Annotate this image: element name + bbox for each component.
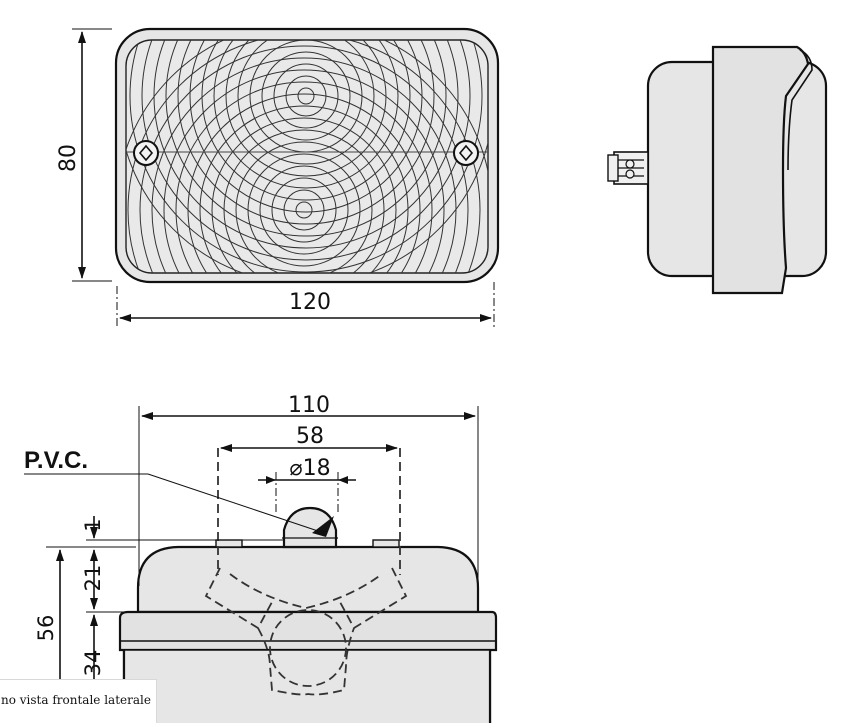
front-view: 80 120 (56, 27, 500, 328)
lens-ring (151, 57, 457, 273)
lens-ring (165, 40, 447, 237)
lens-ring (213, 40, 399, 189)
height-dimension-label: 80 (56, 144, 81, 172)
side-lens-bezel (711, 45, 810, 295)
width-dimension-label: 120 (289, 290, 331, 315)
top-body-upper (136, 545, 480, 614)
lens-ring (201, 40, 411, 201)
side-connector (607, 151, 649, 185)
dim-upper-label: 21 (81, 565, 105, 592)
lens-ring (129, 40, 483, 273)
lens-ring (223, 129, 385, 273)
lens-pattern (126, 40, 488, 273)
caption-box: no vista frontale laterale (0, 679, 157, 723)
caption-text: no vista frontale laterale (1, 693, 151, 707)
hidden-internal-lines (204, 448, 408, 696)
dim-lower-label: 34 (81, 650, 105, 677)
lens-ring (199, 105, 409, 273)
lens-ring (247, 153, 361, 267)
dim-top-label: 1 (81, 518, 105, 531)
lens-ring (177, 40, 435, 225)
top-lens-band (118, 610, 498, 652)
diameter-label: ⌀18 (289, 456, 330, 481)
lens-ring (295, 201, 313, 219)
lens-ring (283, 189, 325, 231)
lens-ring (237, 40, 375, 165)
lens-ring (297, 87, 315, 105)
lens-ring (141, 40, 471, 261)
lens-ring (273, 63, 339, 129)
lens-ring (163, 69, 445, 273)
top-view: 110 58 ⌀18 P.V.C. 1 21 34 56 (24, 393, 498, 723)
lens-ring (271, 177, 337, 243)
overall-width-label: 110 (288, 393, 330, 418)
pvc-pointer-arrowhead (312, 516, 334, 537)
lens-ring (235, 141, 373, 273)
lens-ring (175, 81, 433, 273)
lens-ring (261, 51, 351, 141)
dim-total-label: 56 (34, 615, 58, 642)
lens-ring (139, 45, 469, 273)
lens-ring (259, 165, 349, 255)
lens-ring (187, 93, 421, 273)
side-view (607, 45, 828, 295)
lens-ring (127, 40, 481, 273)
lens-ring (211, 117, 397, 273)
material-label: P.V.C. (24, 447, 88, 474)
screw-right (453, 140, 479, 166)
inner-width-label: 58 (296, 424, 324, 449)
screw-left (133, 140, 159, 166)
